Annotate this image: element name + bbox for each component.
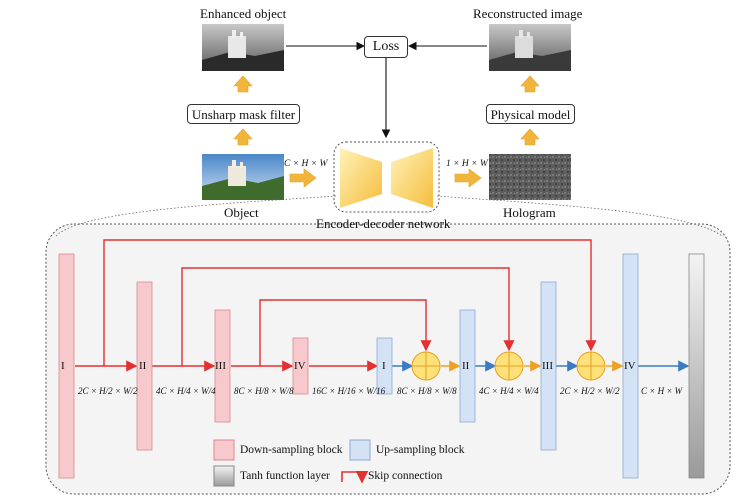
sum-node-3 xyxy=(576,351,606,381)
output-dim-label: 1 × H × W xyxy=(446,159,488,169)
up-block-2 xyxy=(459,309,476,423)
object-image xyxy=(202,154,284,200)
down-block-2-label: II xyxy=(139,360,147,372)
up-sampling-blocks xyxy=(376,253,639,479)
dim-up-2: 4C × H/4 × W/4 xyxy=(479,386,539,396)
up-block-3-label: III xyxy=(542,360,553,372)
legend-tanh-swatch xyxy=(213,465,235,487)
dim-down-4: 16C × H/16 × W/16 xyxy=(312,386,386,396)
down-sampling-blocks xyxy=(58,253,309,479)
dim-down-2: 4C × H/4 × W/4 xyxy=(156,386,216,396)
enhanced-object-image xyxy=(202,24,284,71)
reconstructed-image-label: Reconstructed image xyxy=(473,6,583,21)
encoder-shape xyxy=(340,148,382,208)
up-block-4-label: IV xyxy=(624,360,636,372)
enhanced-object-label: Enhanced object xyxy=(200,6,287,21)
tanh-layer xyxy=(688,253,705,479)
up-block-2-label: II xyxy=(462,360,470,372)
legend-tanh-label: Tanh function layer xyxy=(240,470,330,482)
dim-up-3: 2C × H/2 × W/2 xyxy=(560,386,620,396)
legend-up-swatch xyxy=(349,439,371,461)
loss-box: Loss xyxy=(364,36,408,58)
skip-connections xyxy=(103,239,597,366)
input-dim-label: C × H × W xyxy=(284,159,328,169)
sum-node-2 xyxy=(494,351,524,381)
encoder-decoder-frame xyxy=(333,141,440,213)
unsharp-mask-filter-box: Unsharp mask filter xyxy=(187,104,300,124)
loss-connections xyxy=(286,41,487,139)
up-block-1 xyxy=(376,337,393,395)
legend-skip-icon xyxy=(341,470,369,484)
legend-up-label: Up-sampling block xyxy=(376,444,465,456)
dim-down-1: 2C × H/2 × W/2 xyxy=(78,386,138,396)
orange-up-arrows xyxy=(233,75,540,146)
decoder-shape xyxy=(391,148,433,208)
physical-model-box: Physical model xyxy=(486,104,575,124)
hologram-label: Hologram xyxy=(503,205,556,220)
encoder-decoder-label: Encoder-decoder network xyxy=(316,216,451,231)
dim-up-1: 8C × H/8 × W/8 xyxy=(397,386,457,396)
down-block-3 xyxy=(214,309,231,423)
up-block-3 xyxy=(540,281,557,451)
hologram-image xyxy=(489,154,571,200)
down-block-3-label: III xyxy=(215,360,226,372)
up-block-1-label: I xyxy=(382,360,386,372)
object-label: Object xyxy=(224,205,259,220)
reconstructed-image xyxy=(489,24,571,71)
down-block-2 xyxy=(136,281,153,451)
legend-skip-label: Skip connection xyxy=(368,470,443,482)
up-block-4 xyxy=(622,253,639,479)
dim-down-3: 8C × H/8 × W/8 xyxy=(234,386,294,396)
down-block-4-label: IV xyxy=(294,360,306,372)
sum-nodes xyxy=(411,351,606,381)
dim-up-4: C × H × W xyxy=(641,386,683,396)
orange-right-arrows xyxy=(289,168,482,188)
down-block-4 xyxy=(292,337,309,395)
down-block-1 xyxy=(58,253,75,479)
legend-down-swatch xyxy=(213,439,235,461)
legend-down-label: Down-sampling block xyxy=(240,444,343,456)
down-block-1-label: I xyxy=(61,360,65,372)
sum-node-1 xyxy=(411,351,441,381)
